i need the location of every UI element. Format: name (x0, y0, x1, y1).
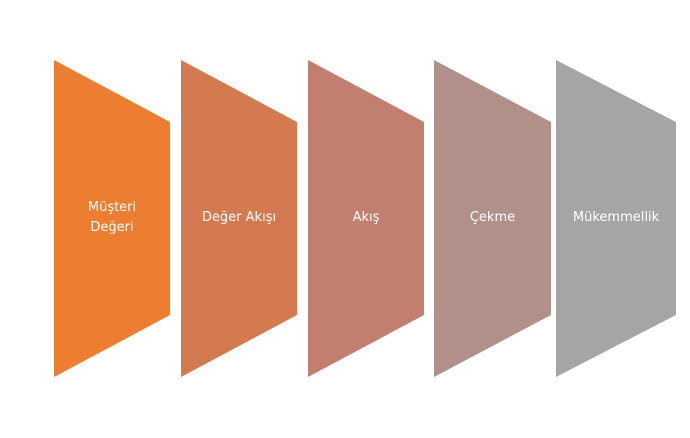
step-shape-2 (181, 60, 297, 377)
step-label-4: Çekme (469, 210, 516, 225)
step-label-5: Mükemmellik (572, 210, 660, 225)
step-shape-1 (54, 60, 170, 377)
step-label-2: Değer Akışı (201, 210, 277, 225)
step-shape-3 (308, 60, 424, 377)
step-label-3: Akış (352, 210, 380, 225)
step-shape-5 (556, 60, 676, 377)
step-label-1: Müşteri Değeri (87, 200, 137, 235)
step-shape-4 (434, 60, 551, 377)
